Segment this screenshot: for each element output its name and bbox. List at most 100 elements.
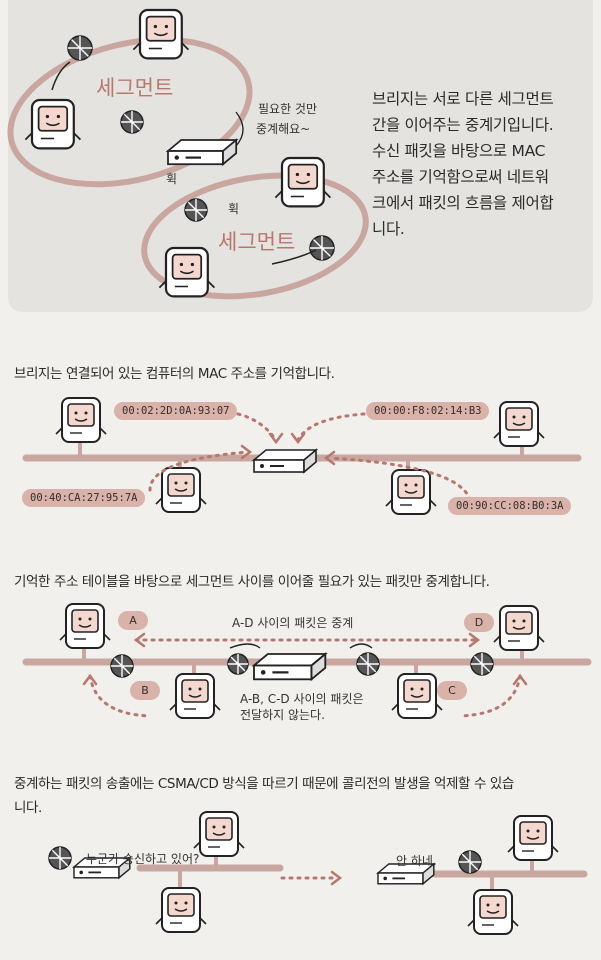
- computer-arm: [511, 919, 519, 927]
- label-a: A: [118, 611, 148, 630]
- packet-lines: [357, 653, 379, 675]
- packet-lines: [310, 236, 334, 260]
- computer-eye: [153, 24, 158, 29]
- computer-smile: [179, 270, 194, 275]
- computer-screen: [167, 473, 195, 497]
- section3-caption-line-1: 중계하는 패킷의 송출에는 CSMA/CD 방식을 따르기 때문에 콜리전의 발…: [14, 776, 514, 792]
- computer-eye: [45, 114, 50, 119]
- intro-line: 크에서 패킷의 흐름을 제어합: [372, 194, 554, 212]
- computer-arm: [493, 431, 501, 439]
- arrow-head: [330, 870, 343, 886]
- bridge-device-icon: [251, 652, 328, 682]
- computer-arm: [213, 703, 221, 711]
- computer-icon: [169, 673, 221, 719]
- computer-arm: [103, 633, 111, 641]
- computer-arm: [429, 499, 437, 507]
- computer-icon: [158, 246, 216, 298]
- computer-arm: [132, 42, 141, 51]
- computer-smile: [174, 488, 188, 492]
- bridge-device-icon: [251, 448, 319, 474]
- bridge-side: [303, 448, 317, 474]
- computer-smile: [404, 490, 418, 494]
- packet-lines: [228, 654, 248, 674]
- computer-eye: [179, 262, 184, 267]
- bridge-led: [260, 464, 264, 468]
- computer-eye: [404, 483, 408, 487]
- motion-line: [271, 249, 317, 265]
- packet-icon: [470, 652, 494, 676]
- computer-screen: [37, 105, 69, 132]
- computer-eye: [188, 687, 192, 691]
- mac-address-tag: 00:90:CC:08:B0:3A: [448, 497, 572, 515]
- packet-icon: [356, 652, 380, 676]
- bridge-device-icon: [72, 856, 132, 880]
- computer-screen: [519, 821, 547, 845]
- address-flow: [328, 456, 472, 502]
- packet-lines: [68, 36, 92, 60]
- computer-arm: [155, 497, 163, 505]
- packet-icon: [67, 35, 93, 61]
- packet-icon: [227, 653, 249, 675]
- computer-eye: [486, 903, 490, 907]
- computer-smile: [526, 836, 540, 840]
- bridge-device-icon: [376, 862, 436, 886]
- label-c: C: [437, 681, 467, 700]
- computer-icon: [132, 8, 190, 60]
- computer-arm: [467, 919, 475, 927]
- arrow-head: [240, 444, 253, 460]
- whoosh-label-1: 휙: [166, 172, 178, 186]
- computer-smile: [486, 910, 500, 914]
- packet-lines: [49, 847, 71, 869]
- address-flow: [296, 412, 366, 442]
- computer-smile: [174, 908, 188, 912]
- bridge-side: [118, 856, 131, 880]
- computer-eye: [56, 114, 61, 119]
- computer-icon: [155, 887, 207, 933]
- computer-eye: [526, 829, 530, 833]
- computer-arm: [73, 132, 82, 141]
- computer-screen: [205, 817, 233, 841]
- computer-icon: [493, 605, 545, 651]
- computer-arm: [193, 841, 201, 849]
- computer-eye: [184, 901, 188, 905]
- computer-screen: [171, 253, 203, 280]
- packet-lines: [185, 199, 207, 221]
- computer-icon: [467, 889, 519, 935]
- computer-smile: [45, 122, 60, 127]
- computer-arm: [158, 280, 167, 289]
- speech-line-1: 필요한 것만: [258, 102, 318, 116]
- computer-eye: [212, 825, 216, 829]
- computer-eye: [78, 617, 82, 621]
- computer-arm: [537, 431, 545, 439]
- computer-arm: [155, 917, 163, 925]
- segment-label-bottom: 세그먼트: [218, 230, 296, 254]
- blocked-path-cd: [458, 674, 522, 718]
- computer-screen: [287, 163, 319, 190]
- computer-arm: [551, 845, 559, 853]
- segment-ring-bottom: [141, 172, 369, 300]
- bridge-side: [422, 862, 435, 886]
- arrow-head: [290, 432, 306, 445]
- computer-smile: [78, 624, 92, 628]
- computer-arm: [24, 132, 33, 141]
- computer-eye: [414, 483, 418, 487]
- computer-eye: [222, 825, 226, 829]
- computer-icon: [193, 811, 245, 857]
- computer-icon: [24, 98, 82, 150]
- computer-screen: [505, 407, 533, 431]
- computer-arm: [493, 635, 501, 643]
- computer-arm: [169, 703, 177, 711]
- computer-eye: [536, 829, 540, 833]
- relay-note: A-D 사이의 패킷은 중계: [232, 616, 354, 630]
- computer-arm: [323, 190, 332, 199]
- computer-eye: [174, 481, 178, 485]
- computer-arm: [385, 499, 393, 507]
- packet-icon: [48, 846, 72, 870]
- block-note-line-2: 전달하지 않는다.: [240, 708, 325, 722]
- packet-lines: [459, 851, 481, 873]
- computer-eye: [522, 415, 526, 419]
- computer-eye: [410, 687, 414, 691]
- packet-lines: [111, 655, 133, 677]
- bridge-side: [222, 138, 238, 167]
- blocked-path-ab: [88, 674, 152, 718]
